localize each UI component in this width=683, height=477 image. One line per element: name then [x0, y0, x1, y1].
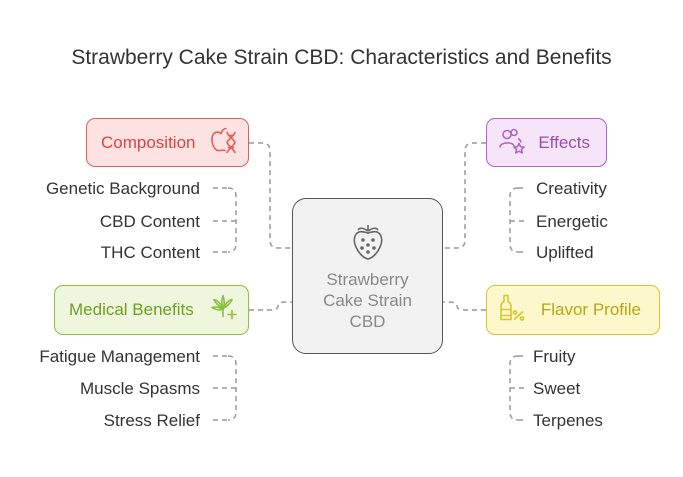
cannabis-leaf-plus-icon — [209, 293, 239, 328]
item-sweet: Sweet — [533, 379, 581, 398]
connector-medical — [249, 301, 292, 311]
item-fruity: Fruity — [533, 347, 576, 366]
bottle-percent-icon — [497, 293, 527, 328]
medical-benefits-label: Medical Benefits — [69, 300, 194, 319]
connector-composition — [249, 142, 292, 249]
flavor-profile-label: Flavor Profile — [540, 300, 641, 319]
composition-box: Composition — [86, 118, 249, 167]
item-stress-relief: Stress Relief — [103, 411, 200, 430]
item-muscle-spasms: Muscle Spasms — [80, 379, 200, 398]
people-star-icon — [497, 125, 527, 160]
strawberry-icon — [351, 221, 385, 266]
connector-flavor — [443, 301, 486, 311]
bracket-effects — [509, 187, 519, 253]
center-label-line: Cake Strain — [323, 291, 412, 310]
effects-label: Effects — [538, 132, 590, 152]
center-node: Strawberry Cake Strain CBD — [292, 198, 443, 354]
item-uplifted: Uplifted — [536, 243, 594, 262]
effects-box: Effects — [486, 118, 607, 167]
center-label: Strawberry Cake Strain CBD — [293, 269, 442, 332]
connector-effects — [443, 142, 486, 249]
apple-dna-icon — [208, 125, 238, 160]
medical-benefits-box: Medical Benefits — [54, 285, 249, 335]
item-terpenes: Terpenes — [533, 411, 603, 430]
item-creativity: Creativity — [536, 179, 607, 198]
flavor-profile-box: Flavor Profile — [486, 285, 660, 335]
composition-label: Composition — [101, 132, 196, 152]
bracket-composition — [227, 187, 237, 253]
diagram-title: Strawberry Cake Strain CBD: Characterist… — [71, 46, 612, 69]
item-cbd-content: CBD Content — [99, 212, 200, 231]
center-label-line: CBD — [349, 312, 386, 331]
item-thc-content: THC Content — [100, 243, 200, 262]
item-genetic-background: Genetic Background — [45, 179, 200, 198]
item-energetic: Energetic — [536, 212, 608, 231]
item-fatigue-management: Fatigue Management — [39, 347, 200, 366]
center-label-line: Strawberry — [326, 270, 409, 289]
